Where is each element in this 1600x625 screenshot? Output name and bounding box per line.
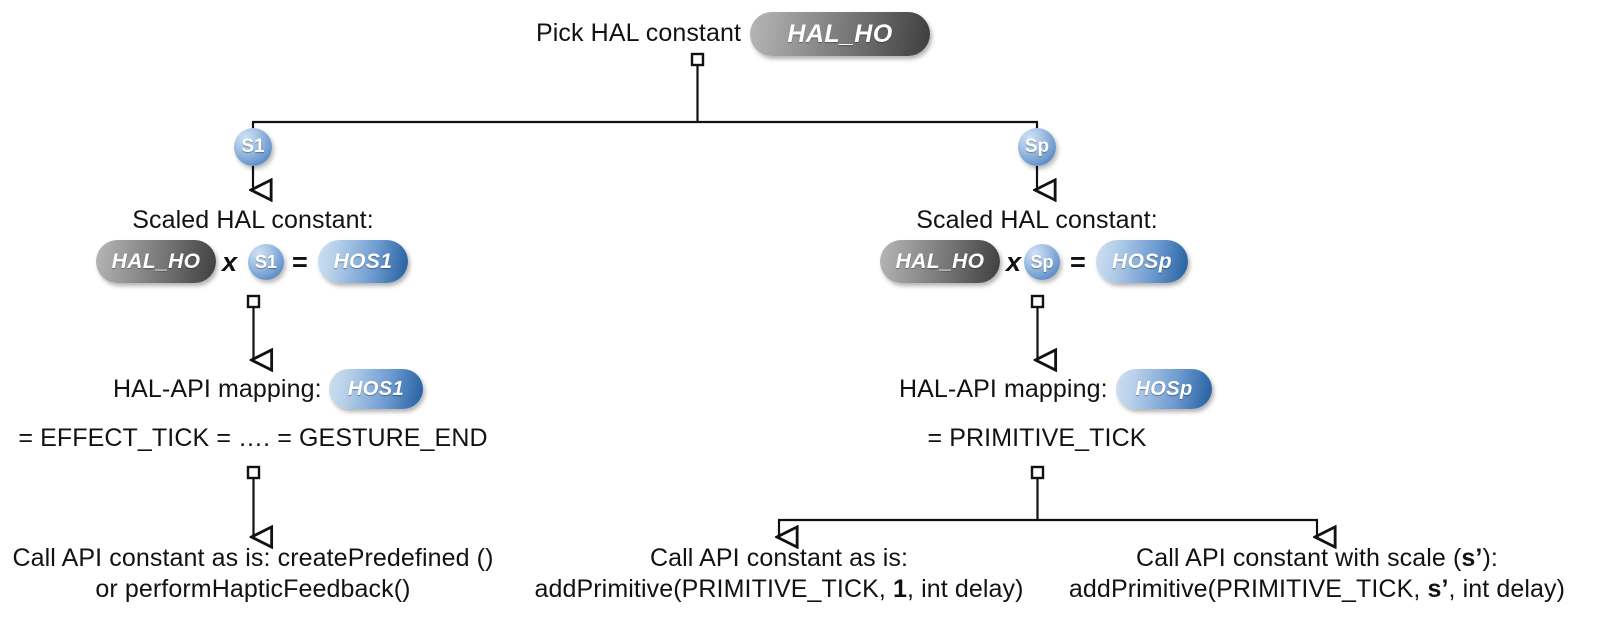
branch-right-leaf-1-line1-pre: Call API constant with scale ( (1136, 544, 1462, 572)
branch-right-leaf-0-line1: Call API constant as is: (649, 544, 909, 572)
root-pill-hal-ho[interactable]: HAL_HO (750, 12, 930, 56)
wire-left-mapping-to-leaf (246, 465, 259, 537)
branch-right-leaf-0-line2: addPrimitive(PRIMITIVE_TICK, 1, int dela… (534, 574, 1023, 605)
branch-right-scaled-result[interactable]: HOSp (1096, 240, 1188, 283)
branch-left-leaf-0-line1: Call API constant as is: createPredefine… (12, 544, 494, 572)
branch-right-leaf-1-line2-post: , int delay) (1448, 575, 1566, 603)
branch-right-leaf-1-line2-bold: s’ (1427, 575, 1449, 603)
wire-right-mapping-split (778, 465, 1318, 537)
branch-right-edge-label-sp[interactable]: Sp (1018, 128, 1056, 166)
branch-left-equals-symbol: = (292, 247, 308, 277)
branch-left-mapping-label: HAL-API mapping: (113, 375, 322, 403)
branch-right-leaf-1-line2: addPrimitive(PRIMITIVE_TICK, s’, int del… (1069, 574, 1565, 605)
branch-left-mapping-pill[interactable]: HOS1 (329, 369, 423, 409)
branch-right-leaf-1-line1-post: ): (1482, 544, 1498, 572)
branch-right-leaf-0-line2-bold: 1 (892, 575, 907, 603)
branch-right-mapping-expression: = PRIMITIVE_TICK (927, 424, 1147, 452)
branch-left-mapping-expression: = EFFECT_TICK = …. = GESTURE_END (18, 424, 488, 452)
wire-top-split (251, 120, 1039, 133)
branch-right-equals-symbol: = (1070, 247, 1086, 277)
branch-right-multiply-symbol: x (1006, 247, 1022, 277)
branch-right-scaled-label: Scaled HAL constant: (916, 206, 1158, 234)
branch-left-multiply-symbol: x (222, 247, 238, 277)
branch-left-edge-label-s1[interactable]: S1 (234, 128, 272, 166)
wire-left-scaled-to-mapping (246, 294, 259, 360)
branch-right-leaf-0-line2-post: , int delay) (907, 575, 1024, 603)
branch-left-leaf-0: Call API constant as is: createPredefine… (12, 543, 493, 605)
branch-right-mapping-pill[interactable]: HOSp (1116, 369, 1212, 409)
branch-right-scaled-operand-a[interactable]: HAL_HO (880, 240, 1000, 283)
wire-right-scaled-to-mapping (1030, 294, 1043, 360)
wire-root-stem (690, 52, 705, 122)
branch-left-scaled-result[interactable]: HOS1 (318, 240, 408, 283)
branch-right-leaf-0: Call API constant as is: addPrimitive(PR… (534, 543, 1023, 605)
branch-right-leaf-1-line2-pre: addPrimitive(PRIMITIVE_TICK, (1068, 575, 1428, 603)
branch-right-leaf-1-line1: Call API constant with scale (s’): (1069, 543, 1565, 574)
branch-left-scaled-label: Scaled HAL constant: (132, 206, 374, 234)
branch-right-leaf-1-line1-bold: s’ (1461, 544, 1483, 572)
branch-left-scaled-operand-a[interactable]: HAL_HO (96, 240, 216, 283)
root-title-label: Pick HAL constant (536, 19, 742, 47)
branch-right-leaf-1: Call API constant with scale (s’): addPr… (1069, 543, 1565, 605)
branch-right-leaf-0-line2-pre: addPrimitive(PRIMITIVE_TICK, (534, 575, 893, 603)
branch-left-scaled-operand-b[interactable]: S1 (248, 244, 284, 280)
branch-right-mapping-label: HAL-API mapping: (899, 375, 1108, 403)
branch-left-leaf-0-line2: or performHapticFeedback() (95, 575, 411, 603)
branch-right-scaled-operand-b[interactable]: Sp (1024, 244, 1060, 280)
